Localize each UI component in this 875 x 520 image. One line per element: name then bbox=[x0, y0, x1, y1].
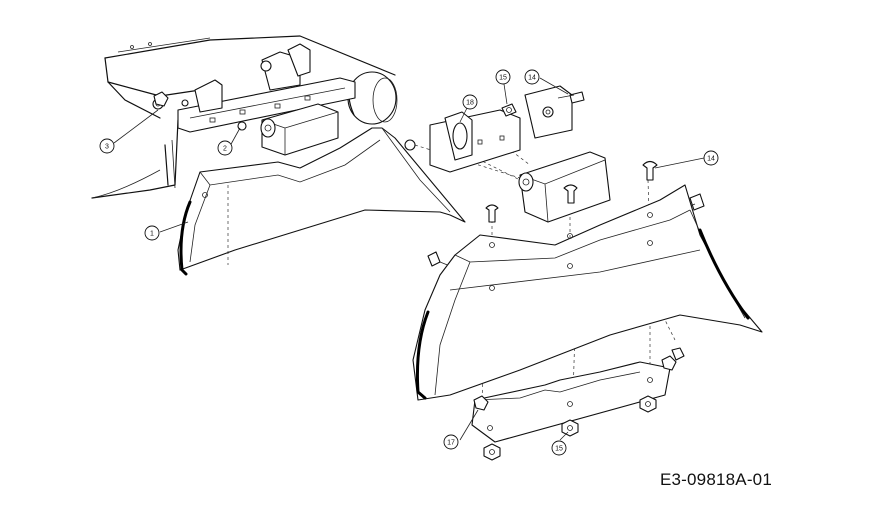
carriage-bolts bbox=[427, 160, 705, 269]
bottom-plate bbox=[471, 361, 671, 443]
nuts bbox=[153, 91, 685, 461]
callout-label: 3 bbox=[105, 144, 109, 151]
hinge-bracket bbox=[404, 85, 573, 173]
callout-14-right: 14 bbox=[703, 150, 719, 166]
callout-label: 14 bbox=[707, 156, 715, 163]
callout-3: 3 bbox=[99, 138, 115, 154]
left-deflector-hinge-block bbox=[237, 103, 339, 156]
discharge-deflector-upper bbox=[177, 127, 466, 276]
left-mount-bracket bbox=[152, 43, 356, 133]
bolts bbox=[501, 91, 585, 117]
callout-15-bottom: 15 bbox=[551, 440, 567, 456]
callout-2: 2 bbox=[217, 140, 233, 156]
callout-label: 2 bbox=[223, 146, 227, 153]
drawing-code: E3-09818A-01 bbox=[659, 470, 772, 489]
callout-15-top: 15 bbox=[495, 69, 511, 85]
discharge-deflector-lower bbox=[412, 184, 763, 401]
mower-deck bbox=[91, 35, 396, 199]
callout-1: 1 bbox=[144, 225, 160, 241]
callout-label: 1 bbox=[150, 231, 154, 238]
callout-17: 17 bbox=[443, 434, 459, 450]
callout-label: 17 bbox=[447, 440, 455, 447]
callout-14-top: 14 bbox=[524, 69, 540, 85]
callout-label: 14 bbox=[528, 75, 536, 82]
callout-label: 18 bbox=[466, 100, 474, 107]
callout-label: 15 bbox=[499, 75, 507, 82]
callout-18: 18 bbox=[462, 94, 478, 110]
callout-label: 15 bbox=[555, 446, 563, 453]
